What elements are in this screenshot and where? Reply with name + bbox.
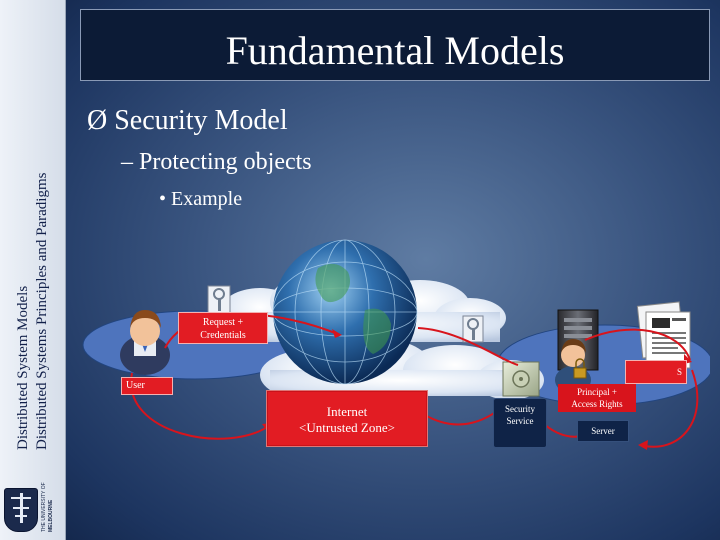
university-crest-icon [4,488,38,532]
principal-line-2: Access Rights [571,399,623,409]
principal-access-rights-label: Principal + Access Rights [558,384,636,412]
globe-grid [272,239,418,385]
university-name: THE UNIVERSITY OF MELBOURNE [41,480,61,532]
security-service-label: Security Service [493,398,547,448]
user-label: User [121,377,173,395]
diagram-graphics [82,239,714,450]
request-label-line-1: Request + [202,317,244,328]
safe-icon [502,361,540,397]
user-label-text: User [126,380,145,391]
bullet-protecting-objects: – Protecting objects [121,149,312,175]
key-icon-2 [462,315,484,343]
security-service-line-2: Service [506,416,534,426]
server-label-text: Server [591,426,615,436]
principal-line-1: Principal + [577,387,617,397]
arrow-object-to-server [639,369,699,448]
sidebar: Distributed System Models Distributed Sy… [0,0,66,540]
sidebar-title: Distributed System Models Distributed Sy… [4,10,62,450]
bullet-example: • Example [159,188,243,210]
document-stack-icon [636,301,691,369]
key-icon-1 [207,285,231,315]
resource-label-text: S [676,367,682,377]
internet-label-line-2: <Untrusted Zone> [299,420,395,435]
security-diagram: Request + Credentials User Internet <Unt… [80,220,714,520]
slide-title: Fundamental Models [225,28,565,73]
internet-label-line-1: Internet [326,404,368,419]
internet-untrusted-zone-label: Internet <Untrusted Zone> [266,390,428,447]
server-label: Server [577,420,629,442]
resource-label: S [625,360,687,384]
university-name-line-1: THE UNIVERSITY OF [41,482,47,532]
arrow-principal-to-object [584,328,691,361]
sidebar-line-1: Distributed System Models [15,285,31,450]
request-label-line-2: Credentials [200,330,246,341]
bullet-security-model: Ø Security Model [87,105,288,136]
user-person-icon [120,310,170,375]
sidebar-line-2: Distributed Systems Principles and Parad… [34,172,50,450]
title-bar: Fundamental Models [80,9,710,81]
security-service-line-1: Security [505,404,535,414]
university-name-line-2: MELBOURNE [47,499,54,532]
arrow-internet-to-service [417,327,519,366]
request-credentials-label: Request + Credentials [178,312,268,344]
